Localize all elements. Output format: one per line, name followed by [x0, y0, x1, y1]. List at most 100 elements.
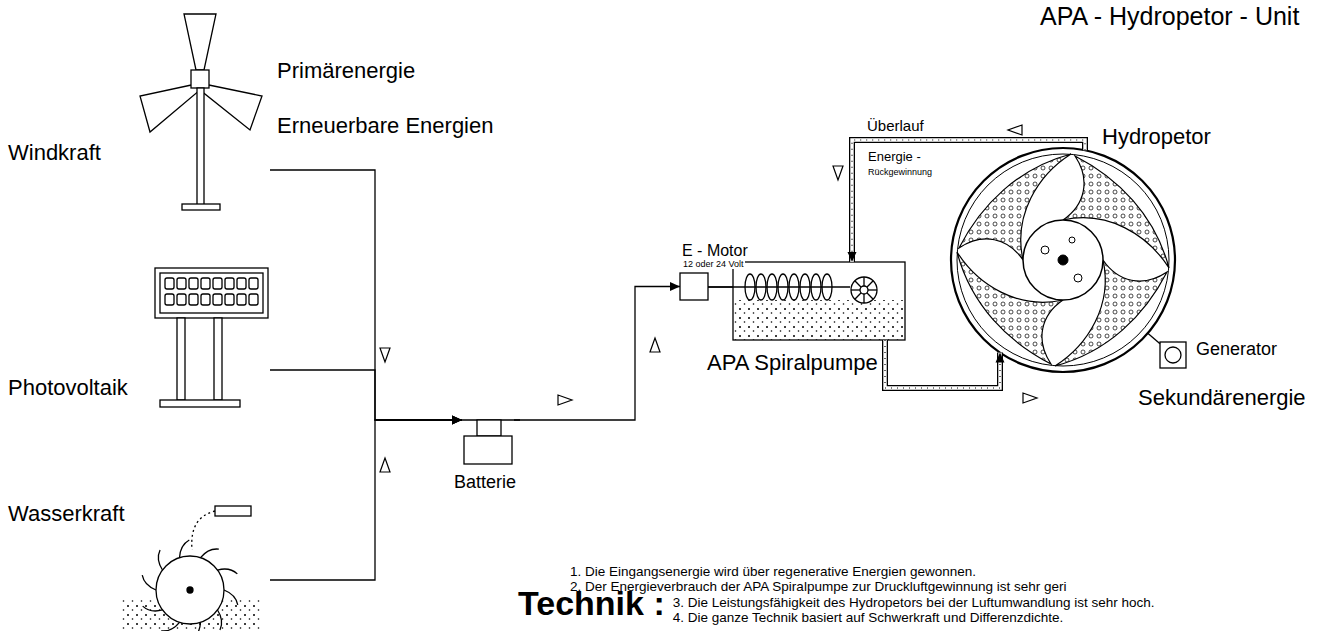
solar-cell [177, 278, 186, 289]
wheel-blade [142, 575, 156, 590]
generator-symbol [1160, 342, 1186, 368]
battery-symbol-part [464, 436, 512, 464]
water-wheel [120, 506, 260, 631]
wheel-blade [218, 610, 222, 630]
annotation: Erneuerbare Energien [277, 113, 493, 138]
turbine-spoke [867, 281, 873, 287]
wire [708, 286, 733, 287]
arrowhead [452, 416, 462, 425]
wheel-blade [143, 606, 163, 611]
solar-cell [249, 294, 258, 305]
wind-turbine-part [184, 14, 216, 70]
turbine-spoke [863, 277, 864, 286]
wind-turbine [140, 14, 262, 210]
wheel-blade [224, 590, 238, 605]
wheel-blade [158, 550, 162, 570]
arrowhead [452, 416, 462, 425]
coil-winding [789, 274, 799, 300]
solar-cell [165, 294, 174, 305]
spiral-pump-part [733, 262, 905, 340]
wire-connector [270, 370, 462, 425]
pipe-connector [848, 140, 1086, 262]
flow-arrows-part [1008, 125, 1022, 135]
arrowhead [996, 353, 1005, 363]
wheel-blade [161, 622, 179, 631]
solar-cell [237, 294, 246, 305]
spiral-pump-part [860, 286, 868, 294]
wire [270, 420, 462, 580]
turbine-spoke [855, 281, 861, 287]
water-wheel-part [187, 587, 193, 593]
wire-connector [270, 170, 462, 425]
battery: Batterie [462, 412, 514, 467]
flow-arrows-part [558, 395, 572, 405]
wire [270, 370, 462, 420]
spiral-pump [708, 262, 905, 340]
coil-winding [756, 274, 766, 300]
node-label: Windkraft [8, 140, 101, 165]
coil-winding [822, 274, 832, 300]
coil-winding [800, 274, 810, 300]
generator-symbol-part [1160, 342, 1186, 368]
annotation: Primärenergie [277, 58, 415, 83]
flow-arrows [380, 125, 1037, 472]
wire [1148, 333, 1160, 344]
turbine-spoke [851, 289, 860, 290]
turbine-spoke [868, 289, 877, 290]
wheel-blade [201, 549, 219, 558]
wire-connector [514, 282, 680, 420]
spiral-pump: APA Spiralpumpe [733, 262, 905, 340]
pipe-bubbles [852, 140, 1085, 262]
battery-symbol [464, 420, 512, 464]
wire-connector [1148, 333, 1160, 344]
wheel-blade [218, 569, 238, 574]
spiral-pump-part [851, 277, 877, 303]
source-windkraft: Windkraft [5, 12, 270, 212]
solar-cell [165, 278, 174, 289]
solar-cell [213, 294, 222, 305]
spiral-pump-part [745, 274, 832, 300]
wire-connector [270, 416, 462, 581]
hydropetor-wheel-part [1058, 255, 1068, 265]
solar-panel [155, 268, 268, 407]
pipe-inner [852, 140, 1085, 262]
arrowhead [670, 282, 680, 291]
wind-turbine-part [197, 88, 204, 205]
annotation: Sekundärenergie [1138, 385, 1306, 410]
solar-panel-part [214, 318, 222, 400]
arrowhead [452, 416, 462, 425]
turbine-spoke [855, 293, 861, 299]
node-label: 12 oder 24 Volt [682, 259, 745, 269]
arrowhead [848, 252, 857, 262]
flow-arrows-part [1023, 393, 1037, 403]
wheel-blade [179, 540, 189, 558]
solar-panel-part [160, 273, 263, 313]
node-label: Photovoltaik [8, 375, 128, 400]
hydropetor-wheel-part [1074, 274, 1082, 282]
node-label: E - Motor [682, 242, 748, 260]
wind-turbine-part [191, 70, 209, 88]
coil-winding [767, 274, 777, 300]
wheel-blade [191, 622, 201, 631]
water-wheel-part [142, 540, 238, 631]
node-label: APA Spiralpumpe [707, 350, 878, 375]
wind-turbine-part [182, 204, 220, 210]
motor-symbol [680, 273, 708, 300]
solar-cell [189, 278, 198, 289]
hydropetor-wheel-part [1069, 237, 1075, 243]
node-label: Wasserkraft [8, 501, 125, 526]
annotation: Energie - [868, 150, 921, 165]
title: APA - Hydropetor - Unit [1040, 2, 1299, 31]
solar-panel-part [160, 400, 240, 407]
battery-symbol-part [477, 420, 501, 436]
pipe-wall [852, 140, 1085, 262]
source-photovoltaik: Photovoltaik [5, 262, 270, 412]
solar-cell [189, 294, 198, 305]
solar-cell [225, 294, 234, 305]
flow-arrows-part [380, 458, 390, 472]
wind-turbine-part [200, 84, 262, 130]
solar-panel-part [177, 318, 185, 400]
turbine-spoke [863, 294, 864, 303]
pipe-wall [885, 340, 1000, 388]
